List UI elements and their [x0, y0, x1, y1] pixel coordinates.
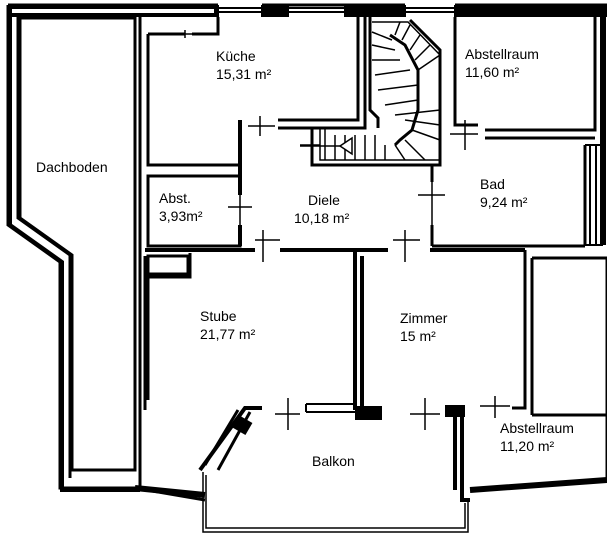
stube-niche: [146, 254, 190, 276]
stube-area: 21,77 m²: [200, 326, 256, 342]
door-mark: [418, 182, 445, 225]
abstellraum-top-area: 11,60 m²: [465, 64, 520, 80]
abstellraum-bottom-name: Abstellraum: [500, 420, 574, 436]
door-mark: [248, 116, 275, 136]
balkon-name: Balkon: [312, 453, 355, 469]
top-wall-seg: [455, 5, 607, 17]
stair-direction-arrow-icon: [338, 136, 353, 156]
bad-window: [585, 144, 603, 246]
walls: [6, 3, 607, 533]
dachboden-name: Dachboden: [36, 159, 108, 175]
staircase: [300, 21, 441, 161]
dachboden-outer: [8, 10, 140, 492]
stube-window: [305, 403, 355, 413]
bay-window-block: [231, 414, 253, 436]
stair-inner-curve: [389, 33, 420, 147]
stair-landing: [310, 18, 442, 167]
right-bottom-wall: [532, 256, 607, 480]
bad-walls: [430, 145, 587, 248]
stube-right-wall: [353, 250, 364, 410]
top-wall-seg: [262, 5, 288, 17]
kueche-name: Küche: [216, 48, 256, 64]
room-labels: Dachboden Küche 15,31 m² Abstellraum 11,…: [36, 46, 574, 469]
door-mark: [180, 30, 196, 38]
dachboden-inner: [18, 16, 137, 472]
bottom-outer-wall: [134, 477, 607, 498]
door-marks: [180, 30, 510, 430]
door-mark: [228, 195, 252, 225]
diele-area: 10,18 m²: [294, 210, 350, 226]
door-mark: [393, 230, 420, 262]
top-wall-white: [12, 9, 214, 13]
balkon-railing: [202, 472, 469, 533]
top-window-left: [217, 5, 263, 17]
door-mark: [255, 230, 280, 262]
diele-bottom-wall-2: [143, 256, 150, 410]
abstellraum-top-walls: [453, 17, 597, 140]
stube-name: Stube: [200, 308, 237, 324]
kueche-right-wall: [278, 17, 367, 130]
bad-area: 9,24 m²: [480, 194, 528, 210]
door-mark: [480, 396, 510, 418]
top-wall-seg: [345, 5, 405, 17]
stair-outline: [319, 21, 441, 161]
stube-bottom-pier: [355, 408, 380, 418]
zimmer-area: 15 m²: [400, 328, 436, 344]
kueche-area: 15,31 m²: [216, 66, 272, 82]
stair-top-steps: [394, 21, 441, 71]
abst-area: 3,93m²: [159, 208, 203, 224]
door-mark: [410, 398, 440, 430]
top-window-right: [404, 5, 456, 17]
door-mark: [450, 120, 478, 150]
zimmer-bottom-wall: [445, 406, 470, 502]
door-mark: [275, 398, 300, 430]
abst-name: Abst.: [159, 190, 191, 206]
stair-outer: [368, 17, 380, 128]
zimmer-name: Zimmer: [400, 310, 448, 326]
diele-name: Diele: [308, 192, 340, 208]
kueche-walls: [146, 17, 240, 167]
stair-steps: [324, 31, 441, 161]
abstellraum-bottom-area: 11,20 m²: [500, 438, 555, 454]
zimmer-bottom-pier: [445, 405, 465, 417]
bad-name: Bad: [480, 176, 505, 192]
zimmer-right-wall: [512, 250, 534, 415]
abstellraum-top-name: Abstellraum: [465, 46, 539, 62]
top-window-mid: [287, 5, 346, 17]
